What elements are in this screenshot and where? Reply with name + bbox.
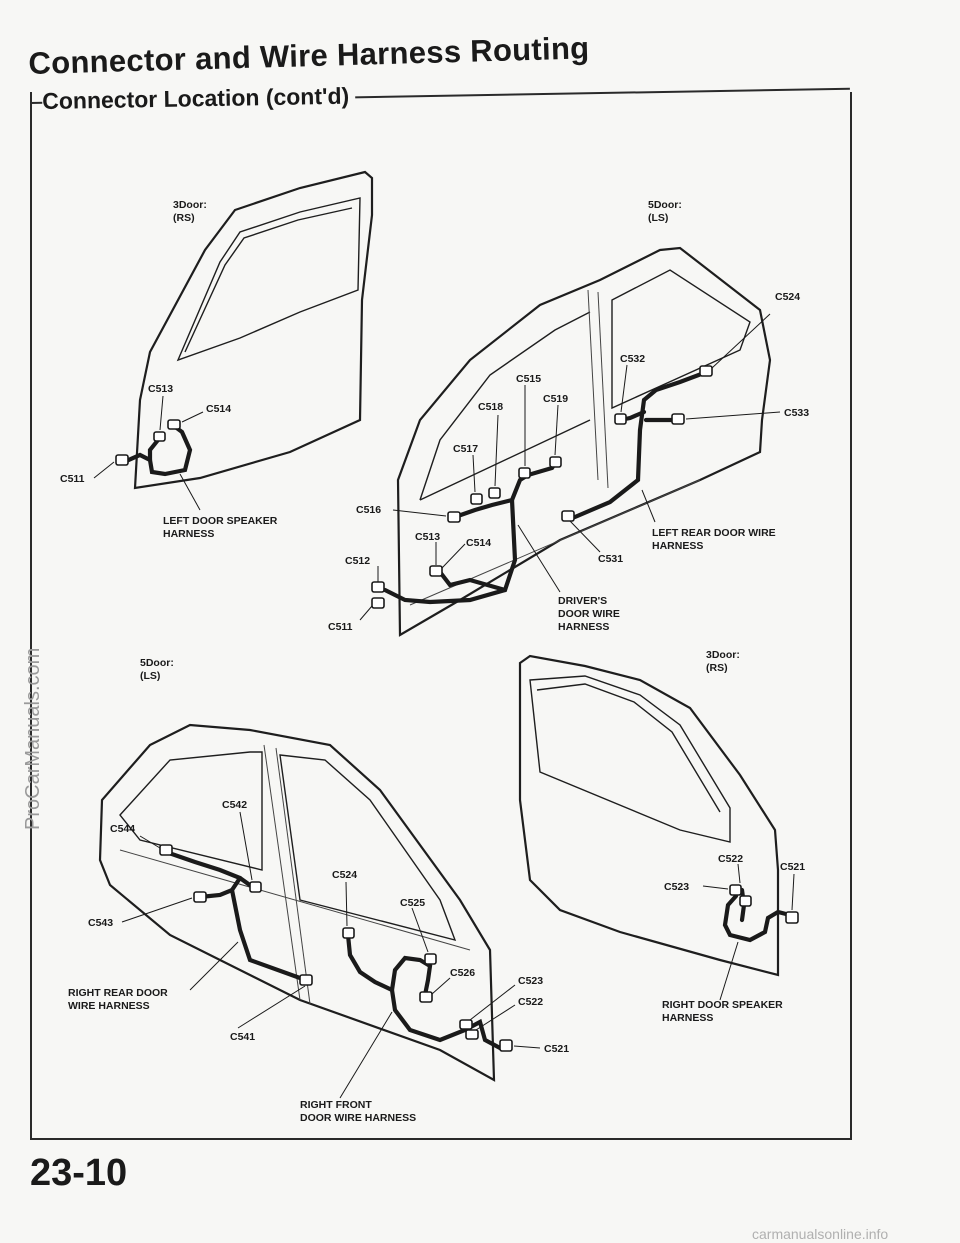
view-tr-side-label: (LS) [648,212,668,224]
bl-label-c523: C523 [518,975,543,987]
tl-label-c513: C513 [148,383,173,395]
label-right-front-door-wire-1: RIGHT FRONT [300,1099,372,1111]
view-top-right-door [396,246,772,637]
tr-label-c533: C533 [784,407,809,419]
diagram-frame [30,92,852,1140]
bl-connector-c522 [465,1029,479,1040]
tl-connector-c514 [167,419,181,430]
label-left-door-speaker-2: HARNESS [163,528,214,540]
tr-connector-c517 [470,493,483,505]
tr-connector-c524 [699,365,713,377]
label-left-rear-door-wire-1: LEFT REAR DOOR WIRE [652,527,776,539]
bl-connector-c523 [459,1019,473,1030]
br-connector-c521 [785,911,799,924]
tl-label-c514: C514 [206,403,231,415]
bl-label-c521: C521 [544,1043,569,1055]
bl-connector-c521 [499,1039,513,1052]
tr-label-c513: C513 [415,531,440,543]
view-tl-side-label: (RS) [173,212,195,224]
bl-label-c541: C541 [230,1031,255,1043]
tr-connector-c516 [447,511,461,523]
br-label-c523: C523 [664,881,689,893]
page-number: 23-10 [30,1152,128,1194]
tr-connector-c519 [549,456,562,468]
tr-connector-c518 [488,487,501,499]
label-left-door-speaker-1: LEFT DOOR SPEAKER [163,515,278,527]
label-right-rear-door-2: WIRE HARNESS [68,1000,150,1012]
view-tl-door-label: 3Door: [173,199,207,211]
bl-connector-c544 [159,844,173,856]
tl-harness [121,423,193,477]
view-bottom-left-door [98,723,496,1082]
label-drivers-door-wire-1: DRIVER'S [558,595,607,607]
tr-label-c519: C519 [543,393,568,405]
tl-connector-c511 [115,454,129,466]
bl-connector-c543 [193,891,207,903]
tr-label-c518: C518 [478,401,503,413]
tr-connector-c531 [561,510,575,522]
bl-connector-c524 [342,927,355,939]
bl-label-c522: C522 [518,996,543,1008]
br-label-c521: C521 [780,861,805,873]
label-left-rear-door-wire-2: HARNESS [652,540,703,552]
bl-label-c542: C542 [222,799,247,811]
br-harness [722,887,793,943]
view-br-door-label: 3Door: [706,649,740,661]
br-connector-c523 [729,884,742,896]
tr-label-c511: C511 [328,621,353,633]
bl-harness [163,849,509,1051]
tr-label-c532: C532 [620,353,645,365]
tr-label-c517: C517 [453,443,478,455]
bl-label-c543: C543 [88,917,113,929]
view-bl-side-label: (LS) [140,670,160,682]
tr-connector-c532 [614,413,627,425]
label-right-rear-door-1: RIGHT REAR DOOR [68,987,168,999]
view-tr-door-label: 5Door: [648,199,682,211]
view-top-left-door [133,170,374,490]
tr-connector-c513 [429,565,443,577]
bl-label-c525: C525 [400,897,425,909]
tr-connector-c533 [671,413,685,425]
tl-connector-c513 [153,431,166,442]
tl-label-c511: C511 [60,473,85,485]
tr-label-c515: C515 [516,373,541,385]
tr-connector-c515 [518,467,531,479]
tr-connector-c511 [371,597,385,609]
label-right-door-speaker-1: RIGHT DOOR SPEAKER [662,999,783,1011]
bl-label-c526: C526 [450,967,475,979]
label-drivers-door-wire-3: HARNESS [558,621,609,633]
br-label-c522: C522 [718,853,743,865]
bl-connector-c525 [424,953,437,965]
label-drivers-door-wire-2: DOOR WIRE [558,608,620,620]
tr-label-c531: C531 [598,553,623,565]
watermark-bottom: carmanualsonline.info [752,1226,889,1242]
tr-label-c516: C516 [356,504,381,516]
bl-label-c524: C524 [332,869,357,881]
bl-label-c544: C544 [110,823,135,835]
bl-connector-c526 [419,991,433,1003]
bl-connector-c542 [249,881,262,893]
tr-connector-c512 [371,581,385,593]
label-right-door-speaker-2: HARNESS [662,1012,713,1024]
view-bottom-right-door [518,654,780,977]
view-bl-door-label: 5Door: [140,657,174,669]
tr-label-c514: C514 [466,537,491,549]
tr-label-c524: C524 [775,291,800,303]
tr-label-c512: C512 [345,555,370,567]
label-right-front-door-wire-2: DOOR WIRE HARNESS [300,1112,416,1124]
view-br-side-label: (RS) [706,662,728,674]
bl-connector-c541 [299,974,313,986]
watermark-side: ProCarManuals.com [22,647,44,830]
br-connector-c522 [739,895,752,907]
